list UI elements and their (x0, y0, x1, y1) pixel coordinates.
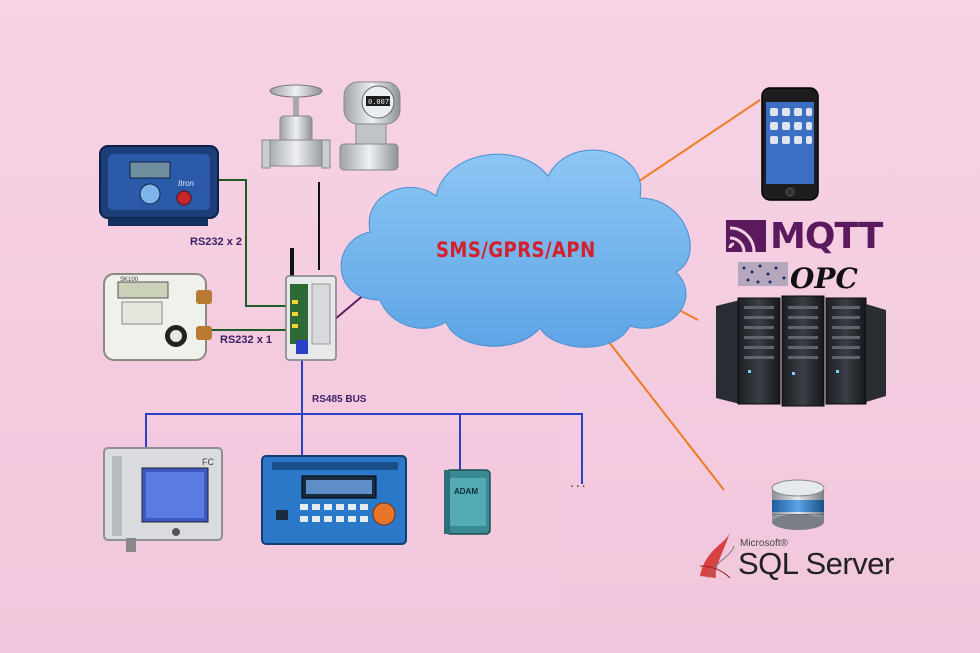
rs232-wire-top (214, 179, 292, 307)
opc-logo-icon (738, 262, 788, 286)
opc-label: OPC (790, 262, 858, 295)
adam-io-module: ADAM (444, 469, 491, 535)
transmitter-readout: 0.0075 (368, 98, 393, 106)
itron-brand: Itron (178, 179, 195, 188)
volume-corrector: SK100 (103, 273, 212, 361)
rs485-bus-main (145, 413, 583, 484)
database-icon (771, 479, 825, 530)
mqtt-label: MQTT (770, 216, 883, 257)
rs485-bus-label: RS485 BUS (312, 394, 367, 405)
gate-valve-icon (261, 84, 331, 169)
gsm-modem-icon (285, 248, 337, 361)
itron-data-logger: Itron (99, 145, 219, 226)
mqtt-logo-icon (726, 220, 766, 253)
flow-computer-blue (261, 455, 407, 545)
server-rack-icon (716, 295, 886, 407)
smartphone-icon (761, 87, 819, 201)
bus-continuation-label: ... (570, 474, 588, 490)
cloud-shape (340, 149, 691, 348)
sql-server-logo-icon (699, 532, 735, 579)
adam-brand: ADAM (454, 487, 478, 496)
flow-computer-fc: FC (103, 447, 223, 552)
microsoft-label: Microsoft® (740, 538, 788, 549)
corrector-model: SK100 (120, 277, 139, 283)
cloud-label: SMS/GPRS/APN (436, 238, 596, 262)
sql-server-label: SQL Server (738, 546, 894, 581)
rs232-x2-label: RS232 x 2 (190, 236, 242, 248)
fc-tag: FC (202, 457, 214, 467)
rs232-x1-label: RS232 x 1 (220, 334, 272, 346)
pressure-transmitter-icon: 0.0075 (339, 81, 401, 171)
